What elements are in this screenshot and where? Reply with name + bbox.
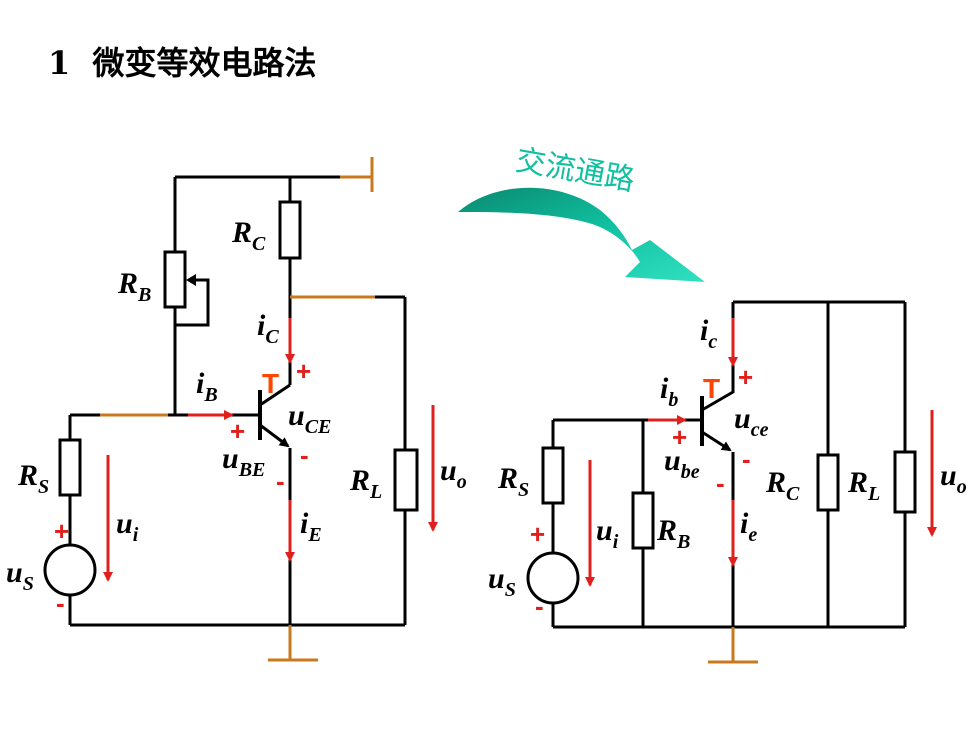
left-ube-label: uBE [222, 442, 265, 481]
left-circuit [43, 157, 419, 662]
page-title: 1 微变等效电路法 [48, 38, 317, 84]
left-transistor-collector [259, 383, 291, 407]
right-ube-label: ube [664, 444, 700, 483]
left-ib-label: iB [196, 367, 218, 406]
left-rb-wiper [175, 278, 210, 327]
left-ube-plus: + [230, 416, 245, 446]
left-rb-resistor [163, 250, 187, 309]
right-ie-label: ie [740, 507, 757, 546]
left-source-plus: + [54, 516, 69, 546]
left-rl-label: RL [349, 464, 382, 503]
ac-path-arrow: 交流通路 [458, 143, 705, 282]
right-rl-label: RL [847, 466, 880, 505]
left-rb-label: RB [117, 267, 151, 306]
left-transistor-emitter [259, 423, 290, 448]
left-rc-label: RC [231, 216, 266, 255]
right-rl-resistor [893, 450, 917, 514]
left-ic-label: iC [257, 309, 279, 348]
right-rs-resistor [541, 446, 565, 505]
right-uce-minus: - [742, 444, 751, 474]
left-rl-resistor [393, 448, 419, 512]
right-source-minus: - [535, 591, 544, 621]
left-source [43, 543, 97, 597]
right-source-plus: + [530, 519, 545, 549]
left-arrows [103, 318, 438, 582]
right-rb-label: RB [656, 514, 690, 553]
left-us-label: uS [6, 556, 34, 595]
left-rs-resistor [58, 438, 82, 497]
left-ube-minus: - [276, 466, 285, 496]
left-labels: RC RB RS RL iC iB iE uCE uBE ui uo uS T … [6, 216, 467, 618]
left-ie-label: iE [300, 507, 322, 546]
left-rc-resistor [278, 200, 302, 260]
right-arrows [585, 318, 937, 587]
right-circuit [526, 300, 917, 664]
right-us-label: uS [488, 562, 516, 601]
right-ube-plus: + [672, 422, 687, 452]
right-transistor-emitter [701, 430, 732, 452]
title-text: 微变等效电路法 [92, 44, 317, 82]
curved-arrow-shape [458, 187, 705, 282]
left-transistor-label: T [262, 368, 279, 399]
left-uo-label: uo [440, 454, 467, 493]
right-rc-label: RC [765, 466, 800, 505]
right-uce-label: uce [734, 402, 769, 441]
right-uo-label: uo [940, 459, 967, 498]
right-ube-minus: - [716, 468, 725, 498]
left-uce-minus: - [300, 440, 309, 470]
left-uce-plus: + [296, 356, 311, 386]
right-rb-resistor [631, 491, 655, 550]
left-source-minus: - [56, 588, 65, 618]
right-transistor-collector [701, 390, 734, 412]
title-number: 1 [48, 44, 71, 82]
right-uce-plus: + [738, 362, 753, 392]
right-labels: ic ib ie uce ube RS RB RC RL ui uo uS T … [488, 314, 967, 621]
left-uce-label: uCE [288, 399, 331, 438]
left-ui-label: ui [116, 507, 139, 546]
right-rc-resistor [816, 453, 840, 512]
right-ib-label: ib [660, 372, 678, 411]
left-rs-label: RS [17, 459, 49, 498]
right-transistor-label: T [703, 373, 720, 404]
right-ic-label: ic [700, 314, 717, 353]
right-rs-label: RS [497, 462, 529, 501]
right-ui-label: ui [596, 514, 619, 553]
